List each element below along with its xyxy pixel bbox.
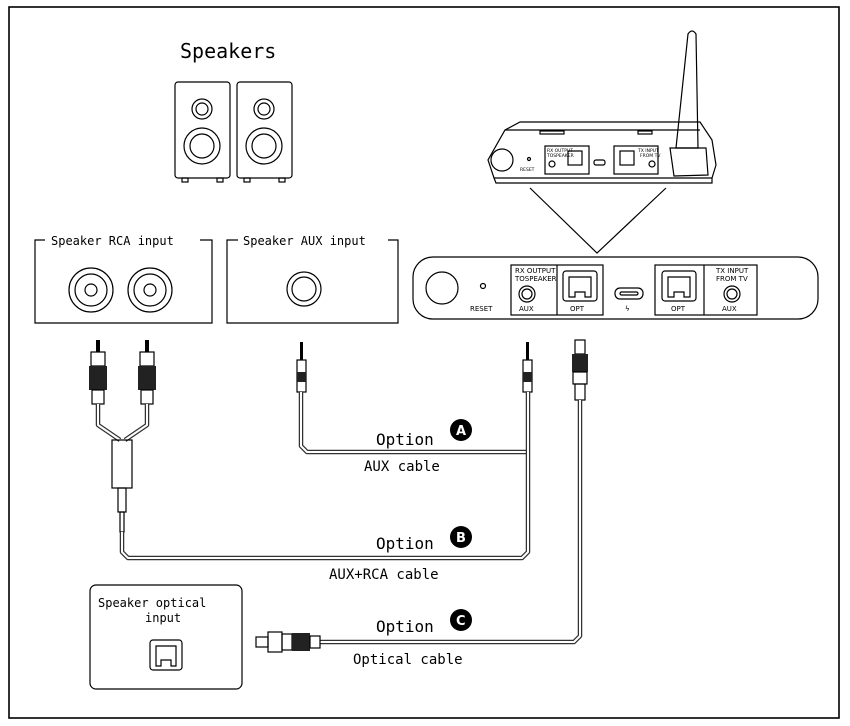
- aux-cable: [298, 392, 528, 455]
- reset-label: RESET: [470, 305, 493, 313]
- option-c-badge: C: [456, 614, 466, 629]
- zoom-indicator: [529, 187, 667, 254]
- reset-hole: [479, 282, 487, 290]
- left-speaker: [174, 81, 231, 183]
- option-c-cable-label: Optical cable: [353, 652, 463, 668]
- tx-input-label: TX INPUT: [715, 267, 749, 275]
- rca-jack-right: [127, 267, 173, 313]
- option-a: Option A AUX cable: [364, 419, 472, 475]
- device-back-panel: RESET RX OUTPUT TOSPEAKER AUX OPT ϟ OPT …: [412, 256, 819, 320]
- power-symbol: ϟ: [625, 305, 630, 313]
- rx-aux-label: AUX: [519, 305, 534, 313]
- option-b: Option B AUX+RCA cable: [329, 526, 472, 583]
- rx-opt-label: OPT: [570, 305, 585, 313]
- speaker-aux-input-label: Speaker AUX input: [243, 234, 366, 248]
- svg-text:RX OUTPUT: RX OUTPUT: [547, 148, 573, 154]
- tx-input-group: [654, 264, 758, 316]
- option-b-cable-label: AUX+RCA cable: [329, 567, 439, 583]
- rx-output-label: RX OUTPUT: [515, 267, 556, 275]
- speaker-optical-input-label-line1: Speaker optical: [98, 596, 206, 610]
- svg-text:TX INPUT: TX INPUT: [637, 148, 659, 154]
- rx-optical-port: [562, 270, 598, 302]
- diagram-frame: [8, 6, 840, 719]
- option-a-badge: A: [456, 424, 466, 439]
- svg-text:TOSPEAKER: TOSPEAKER: [546, 153, 574, 159]
- option-a-cable-label: AUX cable: [364, 459, 440, 475]
- rca-plug-left: [89, 340, 107, 405]
- option-c: Option C Optical cable: [353, 609, 472, 668]
- aux-jack: [286, 271, 322, 307]
- rca-plugs: [89, 340, 156, 533]
- option-a-word: Option: [376, 430, 434, 449]
- rca-jack-left: [68, 267, 114, 313]
- tx-from-tv-label: FROM TV: [716, 275, 748, 283]
- tx-opt-label: OPT: [671, 305, 686, 313]
- rx-tospeaker-label: TOSPEAKER: [514, 275, 557, 283]
- speaker-optical-input-panel: Speaker optical input: [89, 584, 243, 690]
- optical-plug-speaker: [255, 631, 321, 653]
- option-b-badge: B: [456, 531, 466, 546]
- speaker-rca-input-label: Speaker RCA input: [51, 234, 174, 248]
- optical-input-jack: [149, 639, 183, 671]
- right-speaker: [236, 81, 293, 183]
- speaker-rca-input-panel: Speaker RCA input: [34, 234, 213, 324]
- speaker-optical-input-label-line2: input: [145, 611, 181, 625]
- aux-rca-cable: [119, 392, 531, 561]
- tx-aux-label: AUX: [722, 305, 737, 313]
- transmitter-receiver-device: RESET RX OUTPUT TOSPEAKER TX INPUT FROM …: [487, 30, 717, 184]
- speakers-illustration: [174, 81, 293, 183]
- svg-text:FROM TV: FROM TV: [640, 153, 661, 159]
- power-knob: [425, 271, 459, 305]
- usb-c-port: [614, 287, 644, 300]
- tx-aux-port: [723, 285, 741, 303]
- rx-aux-port: [518, 285, 536, 303]
- optical-cable: [320, 400, 583, 645]
- svg-text:RESET: RESET: [520, 167, 535, 173]
- speakers-title: Speakers: [180, 39, 276, 63]
- option-b-word: Option: [376, 534, 434, 553]
- speaker-aux-input-panel: Speaker AUX input: [226, 234, 399, 324]
- rca-plug-right: [138, 340, 156, 405]
- option-c-word: Option: [376, 617, 434, 636]
- tx-optical-port: [661, 270, 697, 302]
